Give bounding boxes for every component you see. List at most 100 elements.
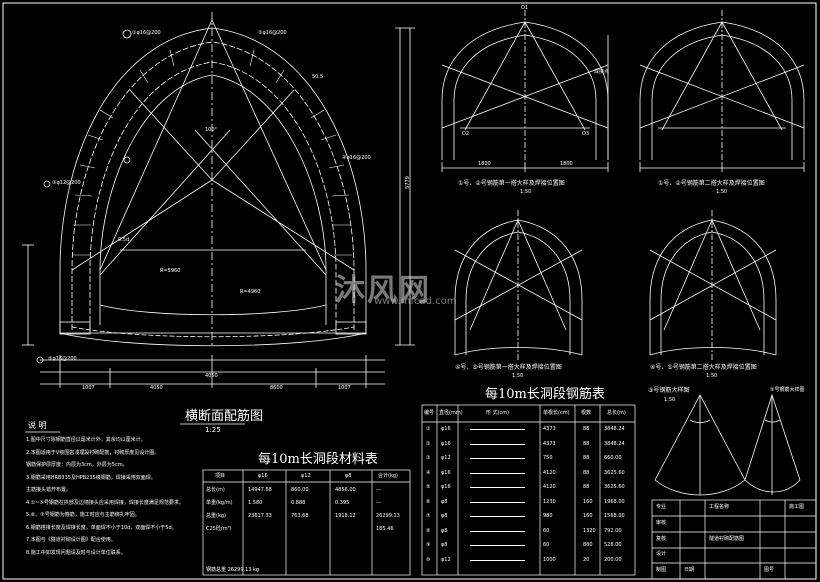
- material-cell: 0.395: [335, 500, 350, 506]
- title-block-cell: 复核: [656, 535, 667, 542]
- dim-mid: 4050: [205, 373, 218, 379]
- rebar-shape-sketch: [470, 472, 525, 474]
- material-table-grid: [202, 469, 411, 576]
- notes-title: 说 明: [28, 421, 47, 430]
- note-line: 3.钢筋采用HRB335及HPB235级钢筋，焊接采用双面焊。: [26, 474, 156, 481]
- note-line: 6.钢筋搭接长度及焊接长度，单面焊不小于10d，双面焊不小于5d。: [26, 524, 177, 531]
- main-label-6: R=5960: [160, 268, 181, 274]
- rebar-cell: ⑤: [426, 484, 431, 490]
- rebar-cell: ①: [426, 426, 431, 432]
- material-cell: C25砼(m³): [206, 526, 232, 532]
- rebar-cell: 88: [583, 440, 590, 447]
- detail-title-6: ⑤号钢筋大样图: [770, 387, 805, 393]
- rebar-cell: φ12: [441, 455, 451, 461]
- rebar-cell: ④: [426, 469, 431, 476]
- rebar-cell: 3625.60: [604, 484, 625, 490]
- rebar-cell: 60: [543, 542, 550, 548]
- main-label-8: 0.5d: [118, 237, 130, 243]
- main-label-5: ⑤φ16@200: [48, 356, 77, 362]
- material-footer: 钢筋总重 26299.13 kg: [206, 567, 260, 573]
- rebar-shape-sketch: [470, 559, 525, 561]
- material-cell: 1918.12: [335, 513, 356, 519]
- rebar-shape-sketch: [470, 458, 525, 459]
- material-cell: 763.68: [291, 513, 309, 519]
- dim-height: 5779: [404, 176, 411, 189]
- detail-label-o3: O3: [582, 131, 590, 137]
- rebar-cell: ⑧: [426, 527, 431, 534]
- rebar-cell: 3848.24: [604, 426, 625, 432]
- detail-scale-3: 1:50: [512, 373, 524, 379]
- rebar-cell: ⑦: [426, 513, 431, 519]
- rebar-shape-sketch: [470, 443, 525, 445]
- watermark-url: www.mfcad.com: [374, 296, 457, 307]
- note-line: 4.①~⑤号钢筋在拱部及边墙接头应采用焊接，焊接长度满足规范要求。: [26, 499, 184, 506]
- rebar-table-grid: [421, 404, 636, 576]
- main-scale: 1:25: [205, 426, 221, 434]
- rebar-cell: φ16: [441, 484, 451, 490]
- rebar-shape-sketch: [470, 530, 525, 532]
- main-title: 横断面配筋图: [185, 409, 264, 424]
- rebar-cell: 528.00: [604, 542, 622, 548]
- title-block-grid: [651, 499, 817, 580]
- rebar-cell: ⑨: [426, 542, 431, 548]
- rebar-cell: 4120: [543, 484, 556, 490]
- rebar-table-title: 每10m长洞段钢筋表: [485, 387, 605, 402]
- detail-title-4: ④号、⑤号钢筋第二搭大样及焊接位置图: [650, 364, 757, 371]
- material-cell: 23617.33: [248, 513, 272, 519]
- rebar-cell: φ8: [441, 527, 448, 534]
- detail-title-3: ④号、⑤号钢筋第一搭大样及焊接位置图: [455, 364, 562, 371]
- watermark-logo: 沐风网: [335, 273, 431, 308]
- rebar-cell: 980: [543, 513, 553, 519]
- material-cell: —: [376, 500, 381, 506]
- main-label-4: ④φ16@200: [342, 155, 371, 161]
- material-cell: 4856.00: [335, 487, 356, 493]
- material-cell: —: [376, 487, 381, 493]
- rebar-cell: φ8: [441, 542, 448, 548]
- rebar-cell: φ12: [441, 556, 451, 563]
- rebar-cell: 88: [583, 469, 590, 476]
- rebar-cell: ③: [426, 455, 431, 461]
- rebar-cell: φ16: [441, 440, 451, 447]
- detail-scale-4: 1:50: [706, 373, 718, 379]
- dim-total: 8600: [270, 385, 283, 391]
- rebar-shape-sketch: [470, 501, 525, 503]
- rebar-cell: 88: [583, 426, 590, 432]
- rebar-cell: 792.00: [604, 527, 622, 534]
- detail-arch-1: [441, 10, 609, 172]
- rebar-shape-sketch: [470, 516, 525, 517]
- note-line: 主筋接头错开布置。: [26, 487, 72, 493]
- material-cell: 26299.13: [376, 513, 400, 519]
- rebar-cell: 4373: [543, 426, 556, 432]
- material-cell: 185.46: [376, 526, 394, 532]
- rebar-cell: 1568.00: [604, 513, 625, 519]
- rebar-cell: 3625.60: [604, 469, 625, 476]
- note-line: 5.⑥、⑦号钢筋为箍筋，施工时应与主筋绑扎牢固。: [26, 512, 140, 518]
- rebar-cell: 660.00: [604, 455, 622, 461]
- dim-left: 1007: [82, 385, 95, 391]
- rebar-cell: φ8: [441, 498, 448, 505]
- main-label-9: 100°: [205, 127, 218, 133]
- rebar-cell: 3848.24: [604, 440, 625, 447]
- rebar-cell: 88: [583, 484, 590, 490]
- rebar-cell: 1230: [543, 498, 556, 505]
- title-block-cell: 设计: [656, 551, 667, 558]
- material-table-title: 每10m长洞段材料表: [258, 452, 378, 467]
- rebar-cell: φ8: [441, 513, 448, 519]
- detail-label-o2: O2: [462, 131, 470, 137]
- main-label-1: ①φ16@200: [132, 30, 161, 36]
- rebar-cell: 60: [543, 527, 550, 534]
- rebar-cell: 4373: [543, 440, 556, 447]
- rebar-shape-sketch: [470, 487, 525, 488]
- detail-title-5: ③号钢筋大样图: [648, 387, 690, 394]
- title-block-cell: 日期: [684, 567, 695, 574]
- material-cell: 860.00: [291, 487, 309, 493]
- detail-fan-2: [744, 393, 801, 495]
- detail-scale-1: 1:50: [520, 189, 532, 195]
- detail-label-d1: 1800: [478, 161, 491, 167]
- note-line: 8.施工中如发现问题请及时与设计单位联系。: [26, 549, 126, 556]
- main-label-7: R=4960: [240, 289, 261, 295]
- title-block-cell: 制图: [656, 567, 667, 574]
- rebar-cell: ②: [426, 440, 431, 447]
- detail-arch-4: [649, 210, 777, 360]
- rebar-cell: φ16: [441, 469, 451, 476]
